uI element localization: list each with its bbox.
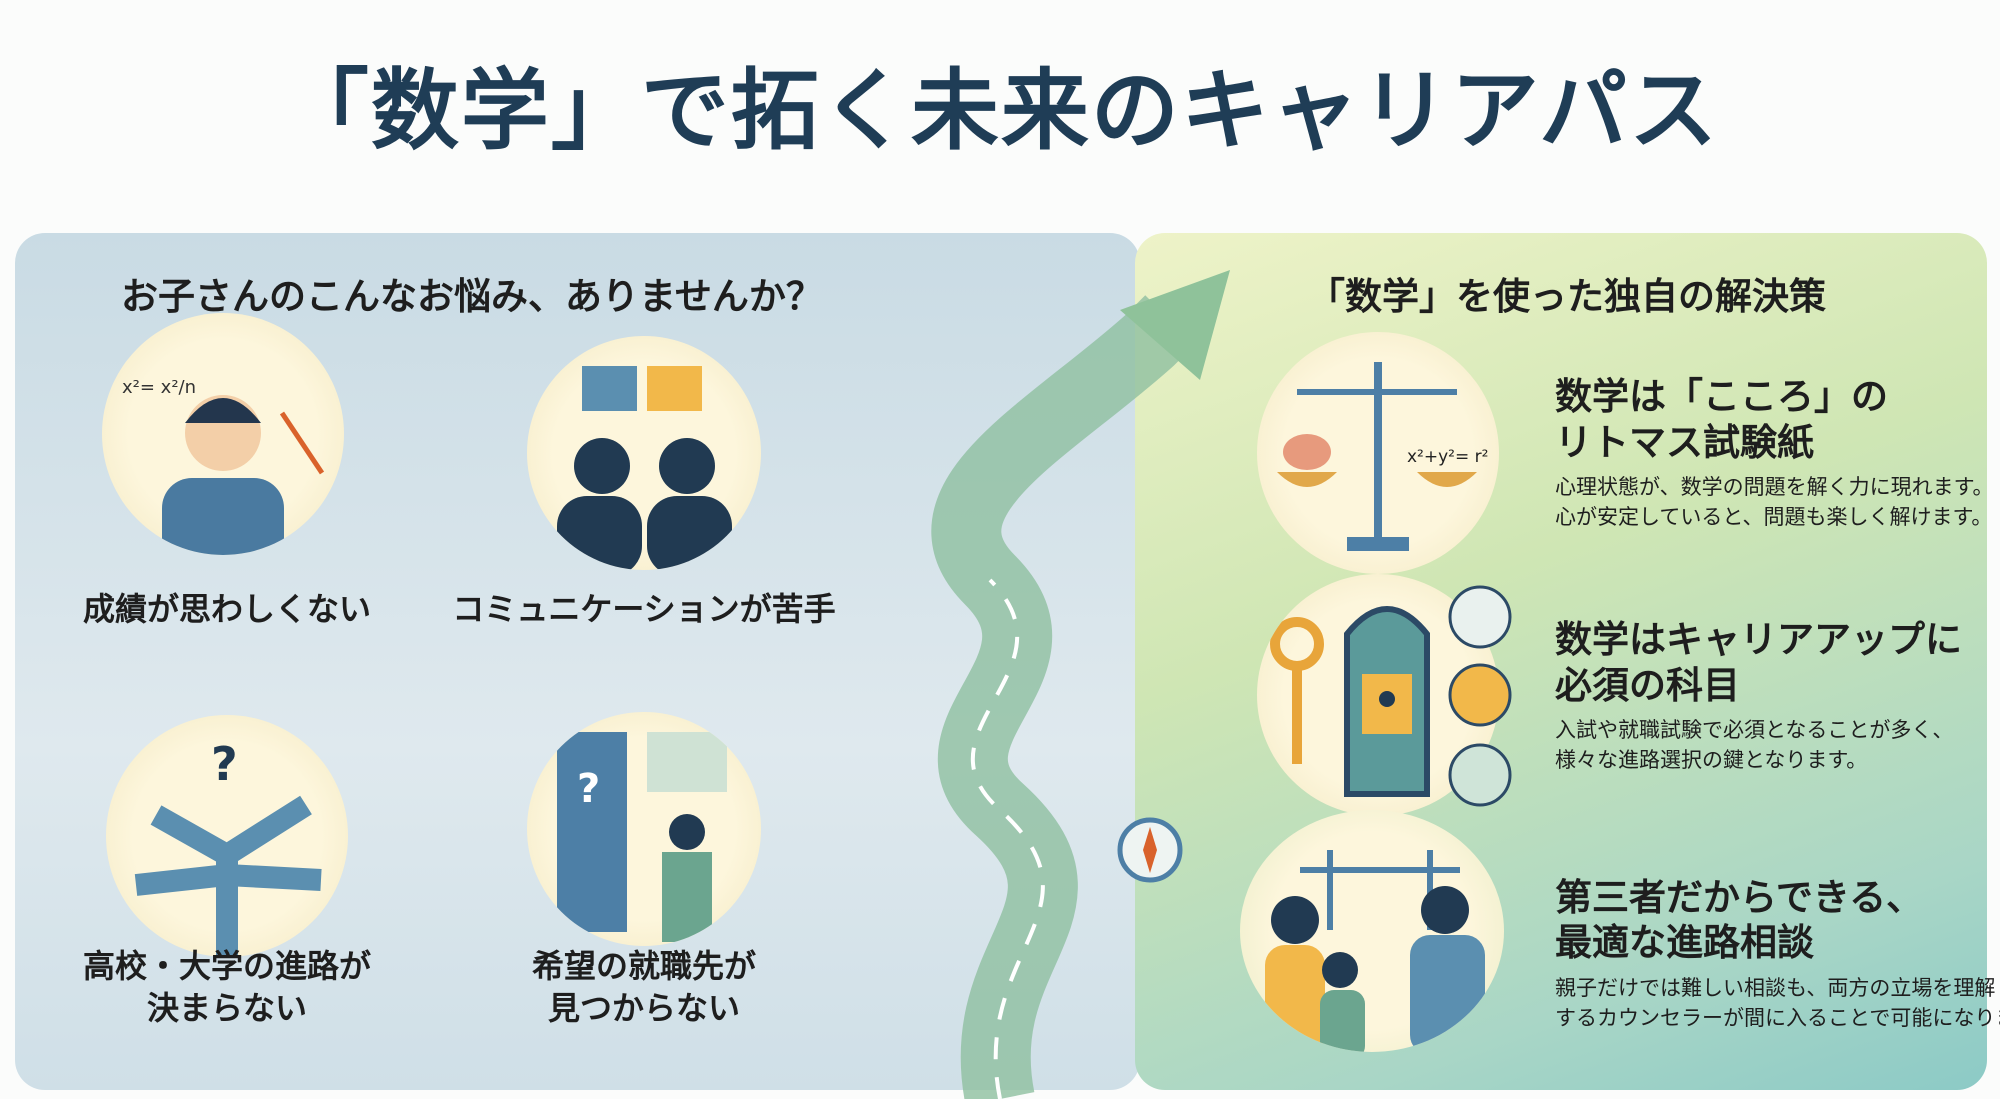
compass-icon (1115, 815, 1185, 885)
balance-scale-icon: x²+y²= r² (1277, 362, 1488, 551)
problem-illustration-job: ? (527, 712, 761, 946)
solution-title-3: 第三者だからできる、 (1555, 876, 1924, 919)
problem-label-grades: 成績が思わしくない (82, 590, 371, 628)
solution-title-2: 数学はキャリアアップに (1555, 618, 1962, 661)
solution-desc-3: 親子だけでは難しい相談も、両方の立場を理解 (1555, 976, 1996, 1000)
profession-avatars (1440, 585, 1520, 815)
problem-illustration-communication (527, 336, 761, 570)
family-counselor-icon (1265, 850, 1485, 1052)
solution-illustration-counseling (1240, 810, 1504, 1052)
solutions-heading: 「数学」を使った独自の解決策 (1308, 275, 1826, 318)
solution-desc-2: 入試や就職試験で必須となることが多く、 (1555, 718, 1954, 742)
professional-avatar-icons (1448, 585, 1512, 807)
problem-label-job-2: 見つからない (547, 989, 740, 1027)
problem-label-job: 希望の就職先が (531, 947, 756, 985)
svg-text:?: ? (577, 766, 600, 812)
crossroads-icon: ? (134, 737, 322, 957)
solution-desc-3b: するカウンセラーが間に入ることで可能になります。 (1555, 1006, 2000, 1030)
problem-illustration-path: ? (106, 715, 348, 957)
solution-desc-2b: 様々な進路選択の鍵となります。 (1555, 748, 1868, 772)
key-door-icon (1270, 606, 1430, 797)
svg-text:?: ? (211, 737, 238, 791)
problem-label-path: 高校・大学の進路が (82, 947, 371, 985)
door-question-icon: ? (557, 732, 727, 942)
problem-label-path-2: 決まらない (146, 989, 307, 1027)
winding-road-arrow (931, 270, 1230, 1099)
arrow-head-icon (1120, 270, 1230, 380)
solution-title-3b: 最適な進路相談 (1555, 921, 1814, 964)
solution-title-1b: リトマス試験紙 (1555, 421, 1814, 464)
solution-title-1: 数学は「こころ」の (1555, 375, 1888, 418)
two-people-speech-icon (557, 366, 732, 570)
problem-illustration-grades: x²= x²/n (102, 313, 344, 555)
svg-text:x²= x²/n: x²= x²/n (122, 377, 196, 398)
problem-label-communication: コミュニケーションが苦手 (452, 590, 836, 628)
svg-text:x²+y²= r²: x²+y²= r² (1407, 447, 1488, 467)
solution-desc-1: 心理状態が、数学の問題を解く力に現れます。 (1555, 475, 1994, 499)
struggling-student-icon: x²= x²/n (122, 377, 325, 555)
page-title: 「数学」で拓く未来のキャリアパス (280, 59, 1720, 162)
problems-heading: お子さんのこんなお悩み、ありませんか？ (121, 275, 823, 318)
solution-title-2b: 必須の科目 (1555, 664, 1740, 707)
solution-illustration-scale: x²+y²= r² (1257, 332, 1499, 574)
solution-desc-1b: 心が安定していると、問題も楽しく解けます。 (1555, 505, 1993, 529)
